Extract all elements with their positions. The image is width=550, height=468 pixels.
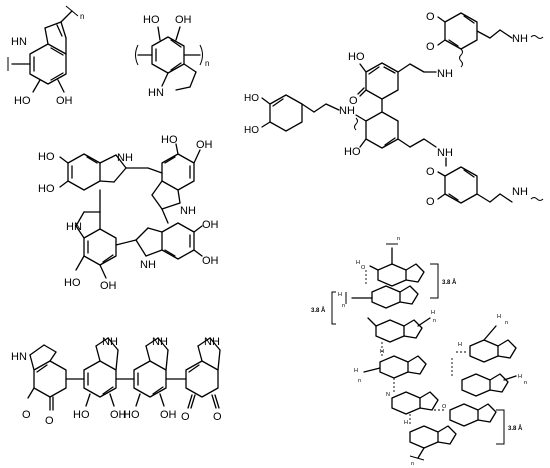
amine-label: NH	[339, 105, 355, 117]
hydroxyl-label: OH	[160, 409, 177, 421]
hydroxyl-label: HO	[38, 183, 55, 195]
nh-label: NH	[152, 336, 168, 348]
hydroxyl-label: HO	[344, 146, 361, 158]
stacked-unit: H n H	[454, 314, 517, 363]
hydroxyl-label: HO	[123, 409, 140, 421]
hydroxyl-label: HO	[64, 277, 81, 289]
repeat-n-label: n	[342, 303, 345, 309]
repeat-n-label: n	[411, 461, 414, 467]
carbonyl-label: O	[349, 95, 358, 107]
stacked-unit: H n	[461, 373, 527, 397]
structure-open-chain-oligomer: O O NH HO O NH HO NH	[244, 11, 544, 208]
nh-label: NH	[140, 259, 156, 271]
h-label: H	[458, 342, 462, 348]
hydroxyl-label: HO	[143, 14, 160, 26]
repeat-n-label: n	[397, 236, 400, 242]
h-label: H	[354, 368, 358, 374]
carbonyl-label: O	[426, 196, 435, 208]
h-label: H	[356, 260, 360, 266]
nh-label: HN	[66, 221, 82, 233]
hydroxyl-label: HO	[244, 93, 259, 104]
distance-label: 3.8 Å	[442, 279, 457, 286]
structure-dhi-polymer-middle: n HO OH HN	[135, 14, 209, 99]
o-label: O	[361, 265, 366, 271]
h-label: H	[380, 349, 384, 355]
hydroxyl-label: HO	[38, 151, 55, 163]
distance-label: 3.8 Å	[508, 425, 523, 432]
stacked-unit: H n	[367, 310, 436, 343]
carbonyl-label: O	[22, 409, 31, 421]
carbonyl-label: O	[181, 411, 190, 423]
structure-stacked-assembly: O H n H n 3.8 Å 3.8 Å H n	[311, 236, 527, 467]
o-label: O	[442, 404, 447, 410]
h-label: H	[431, 310, 435, 316]
structure-dhi-polymer-left: n HO OH HN	[7, 5, 84, 107]
stacked-unit: O	[442, 403, 497, 427]
stacked-unit: H n	[354, 355, 427, 384]
hydroxyl-label: HO	[73, 409, 90, 421]
n-label: N	[386, 392, 390, 398]
carbonyl-label: O	[426, 41, 435, 53]
structure-cyclic-tetramer: HO HO NH HO OH NH OH OH	[38, 134, 219, 292]
hydroxyl-label: HO	[244, 125, 259, 136]
repeat-n-label: n	[358, 378, 361, 384]
h-label: H	[404, 420, 408, 426]
repeat-n-label: n	[505, 320, 508, 326]
nh-label: NH	[204, 336, 220, 348]
stacked-unit: H n	[338, 285, 419, 309]
stacked-unit: O H n	[356, 236, 425, 287]
hydroxyl-label: OH	[110, 409, 127, 421]
stacked-unit: n	[409, 425, 457, 467]
carbonyl-label: O	[426, 11, 435, 23]
hydroxyl-label: OH	[56, 95, 73, 107]
amine-label: NH	[437, 68, 453, 80]
carbonyl-label: O	[426, 166, 435, 178]
nh-label: NH	[117, 152, 133, 164]
nh-label: NH	[180, 205, 196, 217]
repeat-n-label: n	[80, 12, 84, 21]
hydroxyl-label: OH	[202, 255, 219, 267]
amine-label: NH	[512, 186, 528, 198]
hydroxyl-label: HO	[14, 95, 31, 107]
amine-label: NH	[437, 147, 453, 159]
h-label: H	[518, 374, 522, 380]
hydroxyl-label: HO	[348, 51, 365, 63]
hydroxyl-label: OH	[175, 14, 192, 26]
nh-label: HN	[11, 351, 27, 363]
repeat-n-label: n	[433, 318, 436, 324]
repeat-n-label: n	[524, 380, 527, 386]
amine-label: NH	[512, 33, 528, 45]
carbonyl-label: O	[45, 415, 54, 427]
hydroxyl-label: OH	[202, 219, 219, 231]
h-label: H	[338, 292, 342, 298]
nh-label: NH	[102, 336, 118, 348]
nh-label: HN	[11, 36, 27, 48]
distance-label: 3.8 Å	[311, 307, 326, 314]
carbonyl-label: O	[213, 411, 222, 423]
hydroxyl-label: HO	[161, 134, 178, 146]
h-label: H	[497, 314, 501, 320]
structure-linear-tetramer: O O HN NH HO OH NH HO OH	[11, 336, 222, 427]
hydroxyl-label: OH	[196, 139, 213, 151]
stacked-unit: N	[386, 391, 439, 415]
hydroxyl-label: OH	[100, 280, 117, 292]
nh-label: HN	[148, 87, 164, 99]
repeat-n-label: n	[205, 59, 209, 68]
